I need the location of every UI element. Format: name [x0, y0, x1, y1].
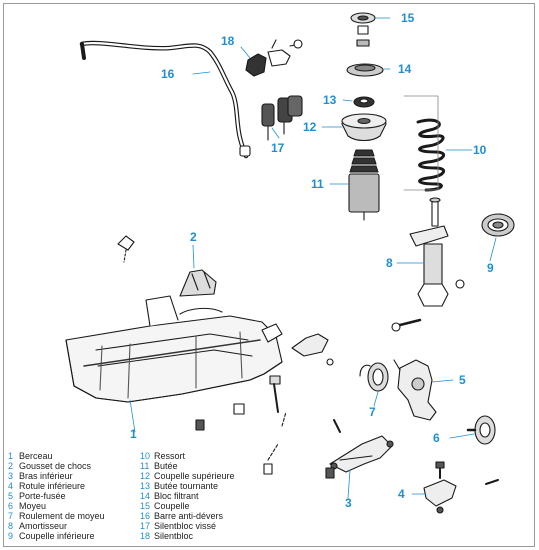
- anti-roll-bar: [79, 40, 251, 159]
- legend-label: Berceau: [19, 451, 53, 461]
- legend-number: 8: [8, 521, 14, 531]
- callout-3: 3: [345, 496, 352, 510]
- legend-number: 13: [140, 481, 151, 491]
- legend-number: 5: [8, 491, 14, 501]
- callout-1: 1: [130, 427, 137, 441]
- legend-label: Silentbloc vissé: [154, 521, 217, 531]
- callout-6: 6: [433, 431, 440, 445]
- legend-label: Ressort: [154, 451, 186, 461]
- legend-number: 12: [140, 471, 151, 481]
- bolt-nut: [325, 467, 335, 479]
- callout-2: 2: [190, 230, 197, 244]
- legend-label: Silentbloc: [154, 531, 194, 541]
- callout-12: 12: [303, 120, 317, 134]
- bump-stop: [348, 149, 380, 221]
- hub-bearing: [359, 362, 389, 392]
- legend-label: Moyeu: [19, 501, 47, 511]
- legend-number: 11: [140, 461, 150, 471]
- legend-number: 10: [140, 451, 151, 461]
- callout-16: 16: [161, 67, 175, 81]
- legend-item: 6 Moyeu: [8, 501, 105, 511]
- filter-block: [346, 63, 384, 77]
- legend-label: Porte-fusée: [19, 491, 66, 501]
- diagram-frame: [3, 3, 535, 547]
- legend-number: 9: [8, 531, 14, 541]
- screwed-silentbloc: [261, 95, 303, 141]
- legend-label: Coupelle inférieure: [19, 531, 95, 541]
- legend-label: Butée: [154, 461, 178, 471]
- legend-left: 1 Berceau 2 Gousset de chocs 3 Bras inférie…: [8, 451, 105, 541]
- legend-number: 3: [8, 471, 14, 481]
- legend-label: Coupelle supérieure: [154, 471, 235, 481]
- legend-label: Amortisseur: [19, 521, 68, 531]
- impact-gusset: [117, 235, 217, 297]
- legend-label: Roulement de moyeu: [19, 511, 105, 521]
- legend-label: Gousset de chocs: [19, 461, 92, 471]
- legend-item: 7 Roulement de moyeu: [8, 511, 105, 521]
- callout-11: 11: [311, 177, 324, 191]
- callout-7: 7: [369, 405, 376, 419]
- wheel-hub: [466, 415, 496, 445]
- leader-lines: [129, 17, 497, 499]
- callout-17: 17: [271, 141, 285, 155]
- legend-number: 15: [140, 501, 151, 511]
- legend-label: Barre anti-dévers: [154, 511, 224, 521]
- upper-spring-seat: [341, 113, 387, 142]
- legend-number: 17: [140, 521, 151, 531]
- legend-item: 2 Gousset de chocs: [8, 461, 105, 471]
- legend-item: 8 Amortisseur: [8, 521, 105, 531]
- callout-13: 13: [323, 93, 337, 107]
- lower-ball-joint: [423, 461, 499, 514]
- callout-14: 14: [398, 62, 412, 76]
- silentbloc-bushing: [245, 39, 303, 77]
- legend-item: 4 Rotule inférieure: [8, 481, 105, 491]
- legend-number: 14: [140, 491, 151, 501]
- shock-absorber: [391, 197, 465, 332]
- rotating-stop: [353, 96, 375, 108]
- upper-cup: [350, 12, 376, 47]
- legend-label: Butée tournante: [154, 481, 219, 491]
- legend-number: 6: [8, 501, 14, 511]
- bolt: [333, 419, 341, 433]
- legend-item: 5 Porte-fusée: [8, 491, 105, 501]
- callout-10: 10: [473, 143, 487, 157]
- callout-18: 18: [221, 34, 235, 48]
- subframe: [65, 295, 283, 431]
- legend-item: 9 Coupelle inférieure: [8, 531, 105, 541]
- legend-item: 11 Butée: [140, 461, 235, 471]
- legend-number: 18: [140, 531, 151, 541]
- legend-number: 4: [8, 481, 14, 491]
- legend-number: 2: [8, 461, 14, 471]
- coil-spring: [416, 118, 445, 192]
- legend-item: 1 Berceau: [8, 451, 105, 461]
- steering-knuckle: [393, 359, 437, 421]
- callout-4: 4: [398, 487, 405, 501]
- callout-5: 5: [459, 373, 466, 387]
- legend-number: 7: [8, 511, 14, 521]
- legend-item: 3 Bras inférieur: [8, 471, 105, 481]
- callout-9: 9: [487, 261, 494, 275]
- legend-label: Coupelle: [154, 501, 190, 511]
- legend-label: Bras inférieur: [19, 471, 73, 481]
- upper-bracket: [291, 333, 334, 366]
- callout-8: 8: [386, 256, 393, 270]
- legend-label: Rotule inférieure: [19, 481, 86, 491]
- legend-number: 1: [8, 451, 14, 461]
- lower-arm: [263, 411, 394, 475]
- lower-cup: [481, 213, 515, 237]
- legend-label: Bloc filtrant: [154, 491, 199, 501]
- legend-number: 16: [140, 511, 151, 521]
- callout-15: 15: [401, 11, 415, 25]
